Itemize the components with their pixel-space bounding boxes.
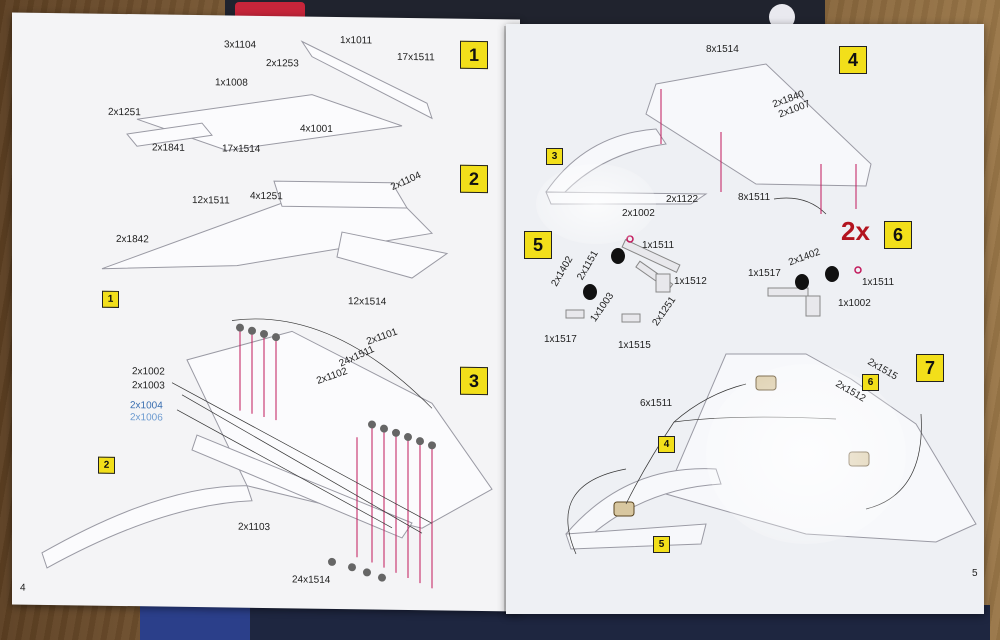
part-label: 2x1002 [622, 208, 655, 219]
part-label: 1x1517 [748, 268, 781, 279]
part-label: 17x1511 [397, 51, 435, 64]
step-2-badge: 2 [460, 164, 488, 194]
quantity-multiplier: 2x [841, 216, 870, 246]
part-label: 8x1511 [738, 192, 771, 203]
step-7-badge: 7 [916, 354, 944, 382]
part-label: 2x1841 [152, 142, 185, 154]
part-label: 2x1251 [108, 106, 141, 119]
part-label: 17x1514 [222, 143, 261, 155]
ref-step-3-badge: 3 [546, 148, 563, 165]
part-label: 4x1251 [250, 190, 283, 203]
part-label: 2x1842 [116, 233, 149, 246]
ref-step-4-badge: 4 [658, 436, 675, 453]
part-label: 6x1511 [640, 398, 673, 409]
part-label: 2x1004 [130, 400, 163, 412]
part-label: 2x1006 [130, 412, 163, 424]
part-label: 4x1001 [300, 123, 333, 135]
part-label: 1x1511 [862, 277, 895, 288]
part-label: 12x1511 [192, 194, 230, 207]
part-label: 1x1011 [340, 35, 373, 47]
ref-step-1-badge: 1 [102, 290, 119, 308]
step-1-badge: 1 [460, 40, 488, 70]
part-label: 2x1002 [132, 366, 165, 378]
ref-step-6-badge: 6 [862, 374, 879, 391]
page-number: 5 [972, 568, 978, 579]
part-label: 2x1122 [666, 194, 699, 205]
photo-glare [706, 364, 906, 544]
manual-left-page: 1 2 3 1 2 3x1104 1x1011 17x1511 2x1253 1… [12, 12, 520, 612]
step-6-badge: 6 [884, 221, 912, 249]
photo-glare [536, 164, 656, 244]
part-label: 1x1511 [642, 240, 675, 251]
part-label: 2x1003 [132, 380, 165, 392]
ref-step-5-badge: 5 [653, 536, 670, 553]
part-label: 1x1515 [618, 340, 651, 351]
part-label: 2x1103 [238, 521, 271, 534]
part-label: 1x1002 [838, 298, 871, 309]
part-label: 1x1517 [544, 334, 577, 345]
left-page-drawings [41, 40, 493, 589]
part-label: 3x1104 [224, 39, 257, 51]
step-3-badge: 3 [460, 366, 488, 396]
step-4-badge: 4 [839, 46, 867, 74]
part-label: 8x1514 [706, 44, 739, 55]
part-label: 24x1514 [292, 574, 331, 586]
part-label: 2x1253 [266, 58, 299, 70]
part-label: 12x1514 [348, 296, 387, 308]
manual-right-page: 4 5 2x 6 7 3 4 5 6 8x1514 2x1840 2x1007 … [506, 24, 984, 614]
step-5-badge: 5 [524, 231, 552, 259]
page-number: 4 [20, 582, 26, 594]
part-label: 1x1512 [674, 276, 707, 287]
ref-step-2-badge: 2 [98, 456, 115, 474]
part-label: 1x1008 [215, 77, 248, 89]
